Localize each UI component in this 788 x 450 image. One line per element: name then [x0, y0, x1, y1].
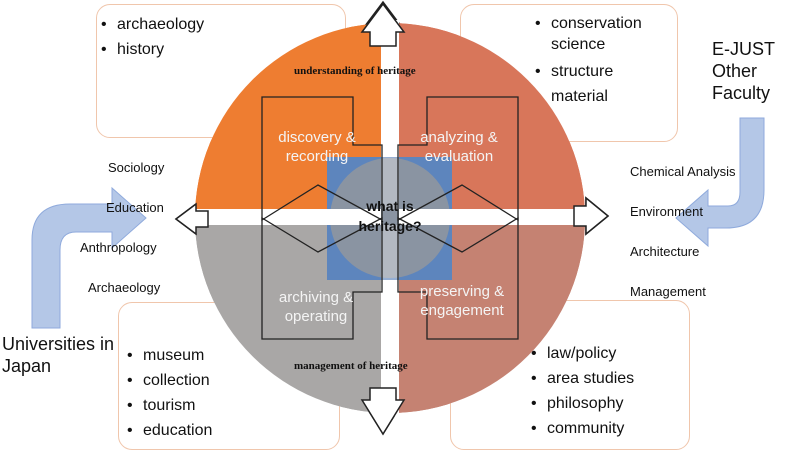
field-right-chemical-analysis: Chemical Analysis: [630, 164, 736, 179]
label-universities-in-japan: Universities in Japan: [2, 334, 115, 376]
field-right-environment: Environment: [630, 204, 703, 219]
list-item: philosophy: [529, 391, 689, 416]
field-left-sociology: Sociology: [108, 160, 165, 175]
list-item: tourism: [125, 393, 339, 418]
field-right-management: Management: [630, 284, 706, 299]
list-item: archaeology: [99, 12, 345, 37]
field-left-anthropology: Anthropology: [80, 240, 157, 255]
label-ejust-other-faculty: E-JUST Other Faculty: [712, 39, 775, 103]
arrow-universities-in-japan: [31, 186, 147, 329]
list-item: museum: [125, 343, 339, 368]
list-item: education: [125, 418, 339, 443]
field-right-architecture: Architecture: [630, 244, 700, 259]
box-bottom-right: law/policy area studies philosophy commu…: [450, 300, 690, 450]
quadrant-label-discovery: discovery & recording: [278, 129, 356, 165]
quadrant-label-archiving: archiving & operating: [278, 289, 354, 325]
axis-label-bottom: management of heritage: [294, 360, 408, 372]
center-title: what is heritage?: [358, 198, 422, 234]
list-item: material: [533, 84, 663, 109]
field-left-education: Education: [106, 200, 164, 215]
list-item: community: [529, 416, 689, 441]
arrow-ejust-faculty: [675, 117, 765, 248]
quadrant-label-analyzing: analyzing & evaluation: [420, 129, 498, 165]
list-item: structure: [533, 59, 663, 84]
list-item: law/policy: [529, 341, 689, 366]
box-top-right: conservation science structure material: [460, 4, 678, 142]
list-item: history: [99, 37, 345, 62]
list-item: area studies: [529, 366, 689, 391]
list-item: collection: [125, 368, 339, 393]
quadrant-label-preserving: preserving & engagement: [419, 283, 505, 319]
field-left-archaeology: Archaeology: [88, 280, 161, 295]
list-item: conservation science: [533, 13, 663, 55]
axis-label-top: understanding of heritage: [294, 65, 416, 77]
